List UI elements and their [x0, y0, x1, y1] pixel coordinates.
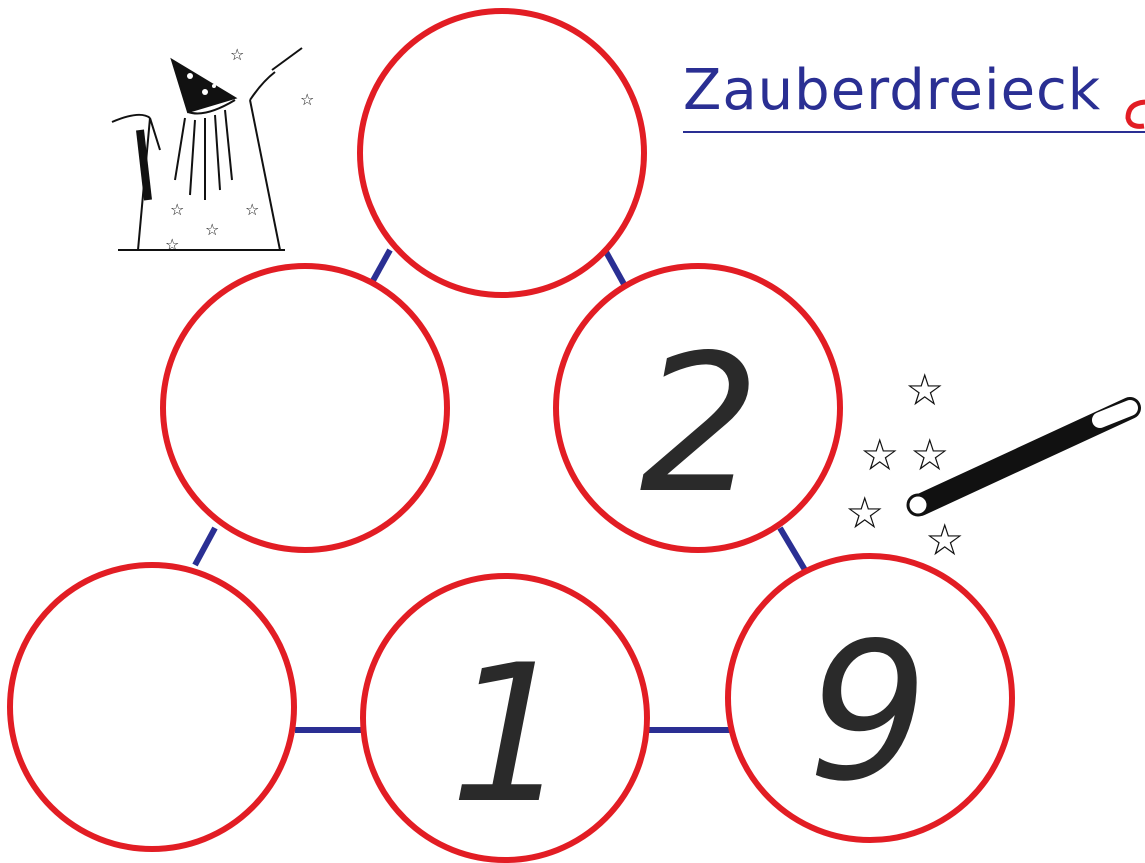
connector-left-lower [192, 526, 218, 567]
svg-text:☆: ☆ [905, 365, 944, 416]
svg-text:☆: ☆ [925, 515, 964, 566]
svg-text:☆: ☆ [165, 235, 179, 254]
circle-middle-right-value: 2 [640, 314, 761, 535]
circle-bottom-middle[interactable]: 1 [360, 573, 650, 863]
circle-bottom-right-value: 9 [808, 602, 929, 823]
svg-text:☆: ☆ [170, 200, 184, 219]
svg-text:☆: ☆ [860, 430, 899, 481]
connector-right-lower [777, 526, 811, 577]
title-underline [683, 131, 1145, 133]
svg-text:☆: ☆ [205, 220, 219, 239]
title-decoration-icon [1125, 99, 1145, 129]
svg-text:☆: ☆ [300, 90, 314, 109]
svg-text:☆: ☆ [230, 45, 244, 64]
circle-slots: 2 1 9 [7, 8, 1015, 863]
circle-top[interactable] [357, 8, 647, 298]
svg-text:☆: ☆ [910, 430, 949, 481]
circle-bottom-right[interactable]: 9 [725, 553, 1015, 843]
circle-bottom-middle-value: 1 [450, 624, 571, 845]
wizard-illustration: ☆ ☆ ☆ ☆ ☆ ☆ [111, 45, 314, 254]
svg-text:☆: ☆ [845, 488, 884, 539]
magic-wand-illustration: ☆ ☆ ☆ ☆ ☆ [845, 365, 1141, 566]
circle-bottom-left[interactable] [7, 562, 297, 852]
circle-middle-right[interactable]: 2 [553, 263, 843, 553]
circle-middle-left[interactable] [160, 263, 450, 553]
worksheet-title: Zauberdreieck [683, 58, 1102, 123]
svg-text:☆: ☆ [245, 200, 259, 219]
stars: ☆ ☆ ☆ ☆ ☆ [845, 365, 964, 566]
